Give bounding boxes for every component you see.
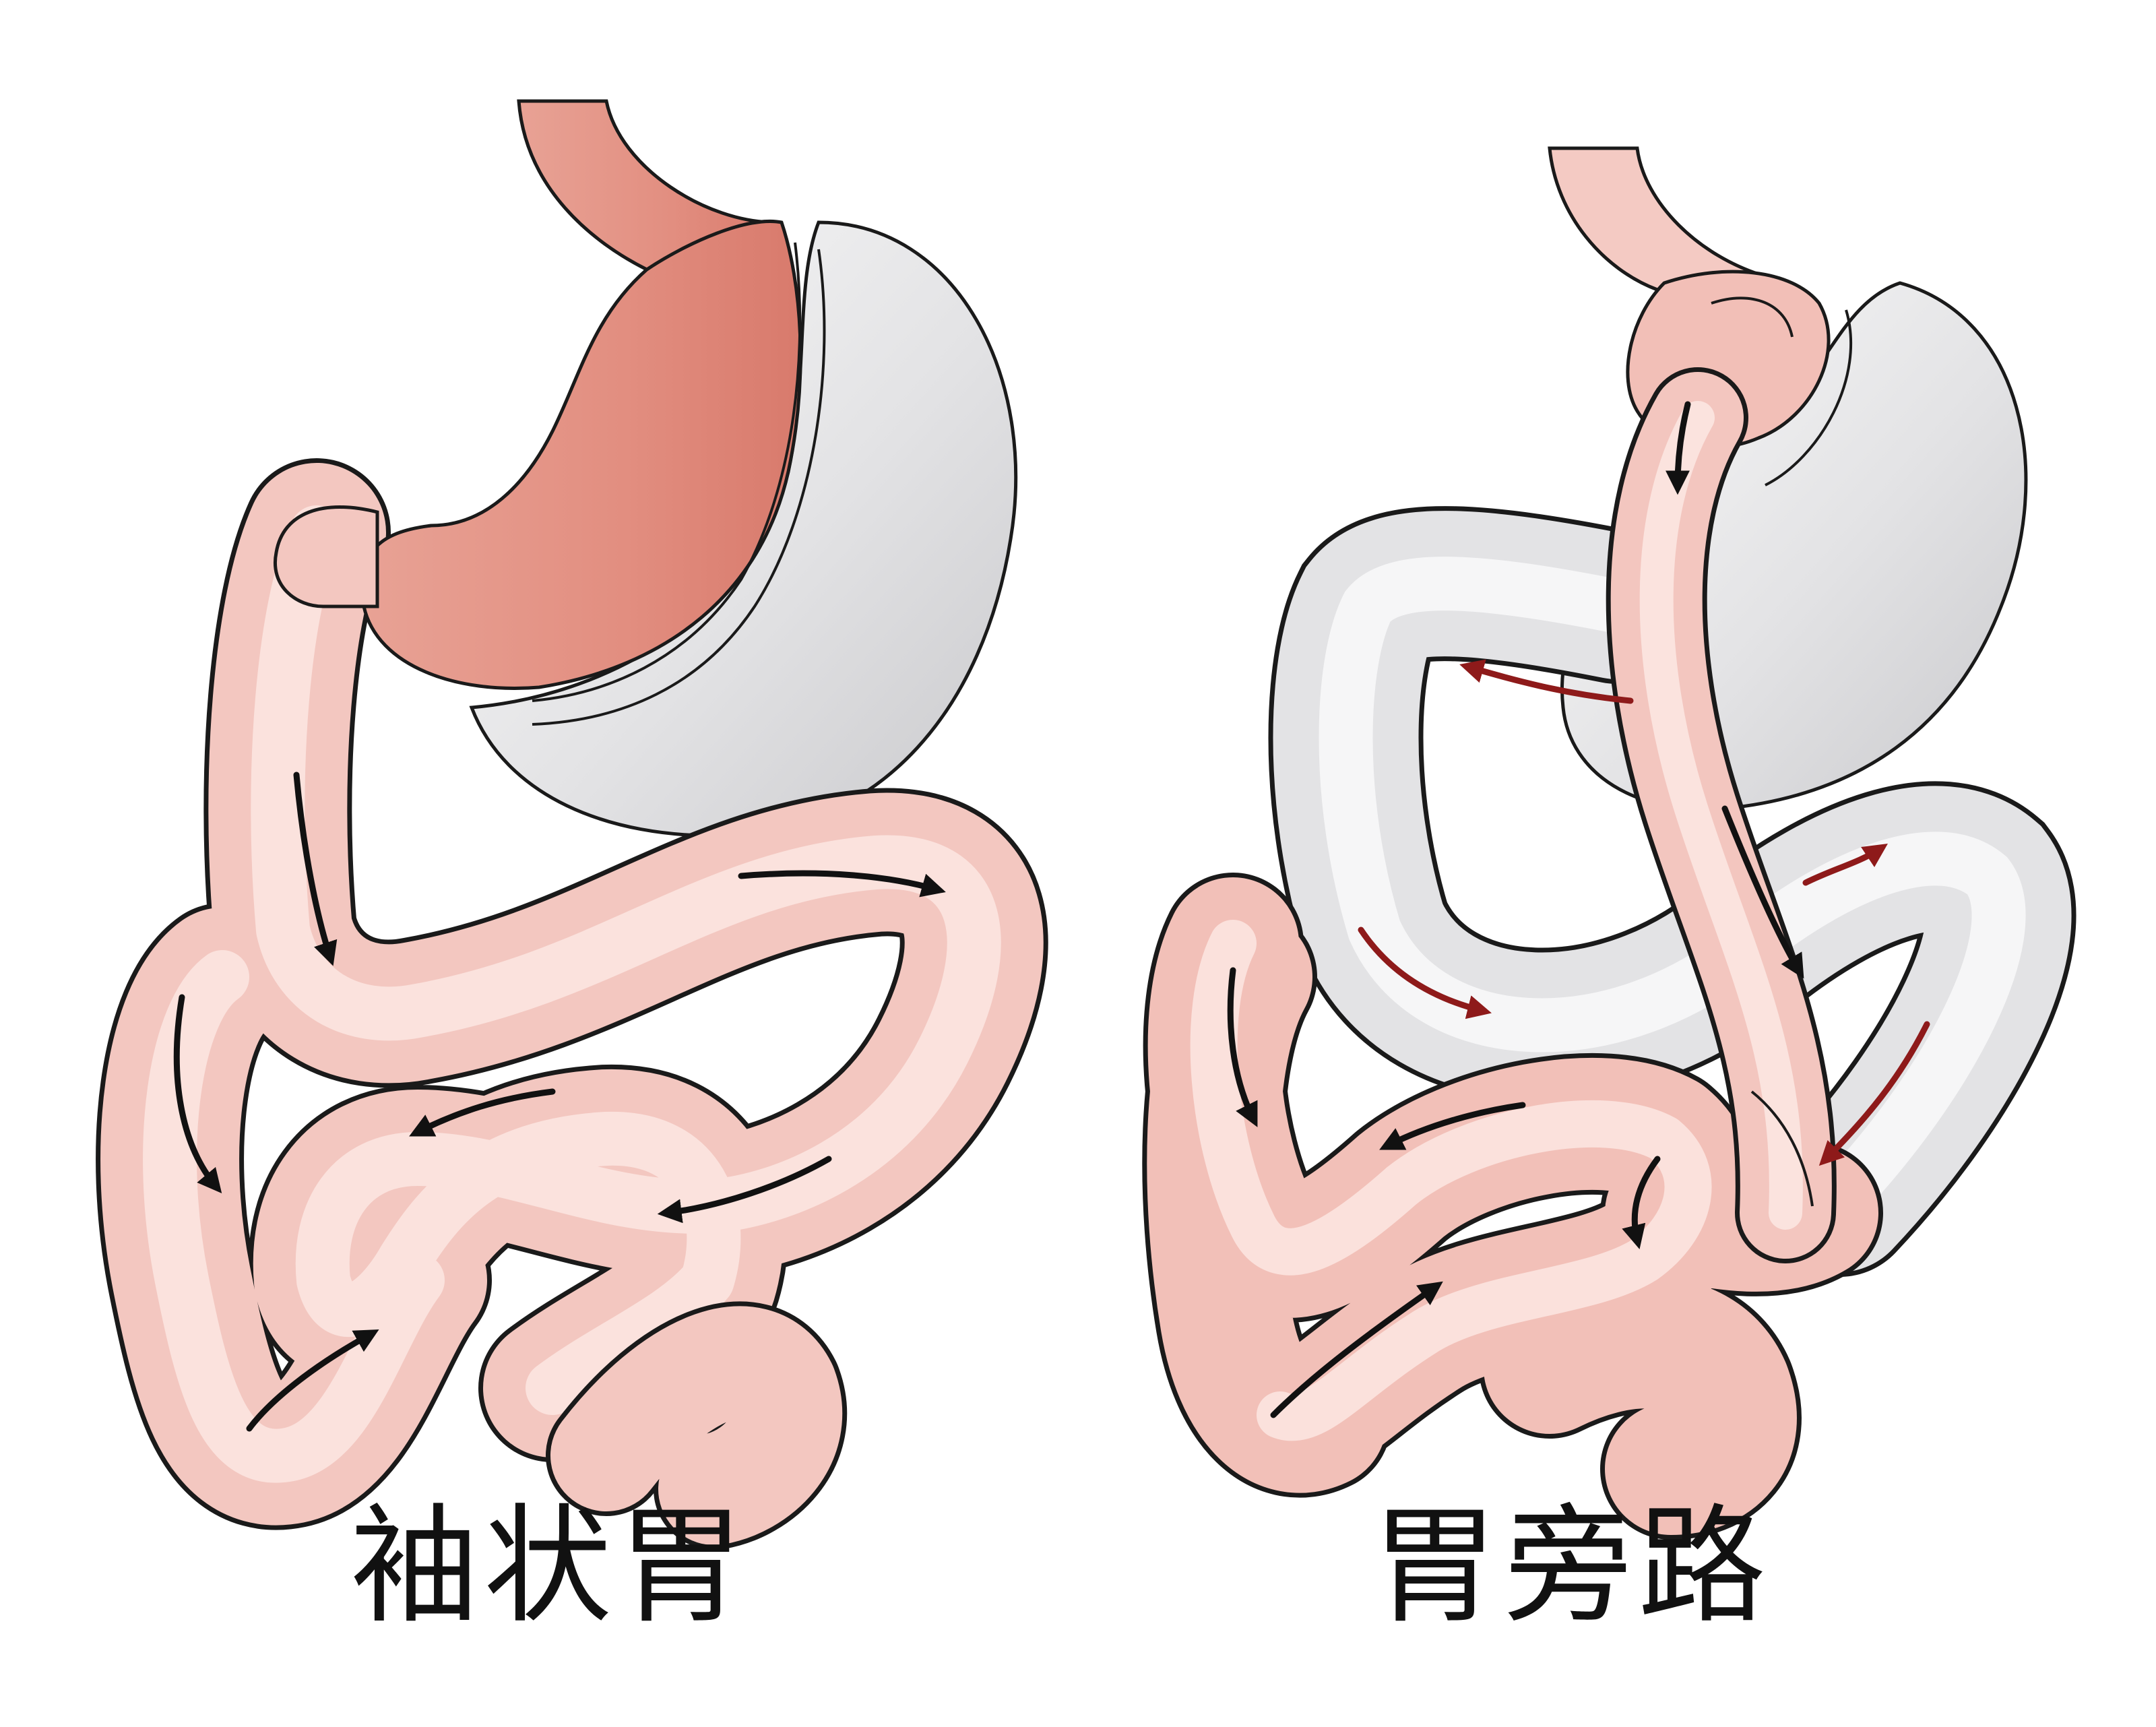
staple-line-left xyxy=(532,242,826,726)
staple-line-right xyxy=(1711,296,1853,1207)
black-flow-arrow-icon xyxy=(1227,401,1804,1418)
sleeve-stomach xyxy=(360,220,802,690)
black-flow-arrow-icon xyxy=(173,772,946,1432)
duodenal-bulb-left xyxy=(274,505,379,608)
esophagus-right xyxy=(1548,146,1766,292)
bypassed-duodenum xyxy=(1268,506,2076,1277)
small-intestine-right xyxy=(1142,873,1883,1540)
gastric-bypass-caption: 胃旁路 xyxy=(1371,1492,1772,1641)
sleeve-gastrectomy-caption: 袖状胃 xyxy=(350,1492,751,1641)
sleeve-gastrectomy-panel xyxy=(96,99,1048,1550)
red-flow-arrow-icon xyxy=(1358,659,1930,1166)
gastric-bypass-panel xyxy=(1142,146,2076,1540)
roux-limb xyxy=(1606,367,1837,1263)
